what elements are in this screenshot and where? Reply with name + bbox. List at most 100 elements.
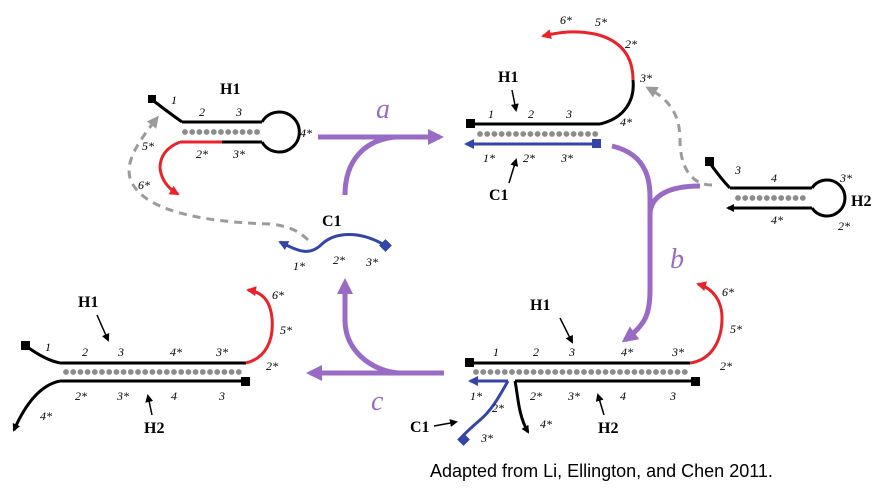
- p3-label-b2s: 2*: [530, 389, 542, 403]
- p4-label-b3: 3: [218, 389, 225, 403]
- base-pair-bead: [120, 369, 127, 375]
- base-pair-bead: [549, 131, 555, 137]
- base-pair-bead: [185, 369, 192, 375]
- c1-recycle-dashed-arrow: [127, 115, 310, 242]
- p2-label-b3s: 3*: [560, 151, 573, 165]
- p2-c1-name: C1: [489, 187, 509, 204]
- base-pair-bead: [77, 369, 84, 375]
- p1-label-2s: 2*: [196, 147, 208, 161]
- base-pair-bead: [207, 369, 213, 375]
- p3-label-h4s: 4*: [540, 417, 552, 431]
- base-pair-bead: [577, 131, 584, 137]
- base-pair-bead: [171, 369, 177, 375]
- p2-label-1: 1: [488, 107, 494, 121]
- base-pair-bead: [559, 369, 566, 375]
- p4-h2-name: H2: [144, 420, 164, 437]
- base-pair-bead: [674, 369, 681, 375]
- p3-label-c3s: 3*: [480, 431, 493, 445]
- p1-label-2: 2: [199, 105, 205, 119]
- base-pair-bead: [239, 129, 246, 135]
- base-pair-bead: [477, 131, 483, 137]
- base-pair-bead: [588, 369, 595, 375]
- base-pair-bead: [203, 129, 210, 135]
- h2-name: H2: [851, 193, 871, 210]
- base-pair-bead: [581, 369, 587, 375]
- h2-base-pairs: [735, 195, 806, 201]
- base-pair-bead: [113, 369, 120, 375]
- base-pair-bead: [210, 129, 217, 135]
- p3-label-b3s: 3*: [567, 389, 580, 403]
- step-a-label: a: [376, 94, 390, 125]
- base-pair-bead: [235, 369, 242, 375]
- base-pair-bead: [541, 131, 548, 137]
- base-pair-bead: [667, 369, 674, 375]
- base-pair-bead: [556, 131, 563, 137]
- c1-label-1s: 1*: [293, 259, 305, 273]
- h2-dashed-arrow: [645, 86, 713, 187]
- base-pair-bead: [624, 369, 631, 375]
- p3-label-3: 3: [568, 345, 575, 359]
- p2-base-pairs: [477, 131, 599, 137]
- base-pair-bead: [631, 369, 638, 375]
- h2-label-4s: 4*: [771, 213, 783, 227]
- base-pair-bead: [592, 131, 599, 137]
- p2-label-3: 3: [565, 107, 572, 121]
- p2-label-5s: 5*: [595, 15, 607, 29]
- p3-label-b3: 3: [669, 389, 676, 403]
- step-b-branch: [647, 183, 701, 216]
- base-pair-bead: [749, 195, 756, 201]
- base-pair-bead: [509, 369, 515, 375]
- c1-strand: [278, 233, 387, 253]
- h2-label-4: 4: [771, 171, 777, 185]
- base-pair-bead: [491, 131, 498, 137]
- base-pair-bead: [617, 369, 623, 375]
- p3-base-pairs: [473, 369, 688, 375]
- p1-label-6s: 6*: [138, 178, 150, 192]
- p2-label-3s: 3*: [639, 71, 652, 85]
- p4-base-pairs: [63, 369, 242, 375]
- base-pair-bead: [609, 369, 616, 375]
- p3-label-1: 1: [493, 345, 499, 359]
- base-pair-bead: [232, 129, 239, 135]
- p3-label-6s: 6*: [722, 285, 734, 299]
- base-pair-bead: [527, 131, 534, 137]
- base-pair-bead: [225, 129, 232, 135]
- p2-label-2s: 2*: [625, 37, 637, 51]
- p4-h1-name: H1: [78, 294, 98, 311]
- p3-label-4s: 4*: [621, 345, 633, 359]
- base-pair-bead: [494, 369, 501, 375]
- base-pair-bead: [199, 369, 206, 375]
- step-b-label: b: [670, 244, 684, 275]
- p4-label-b3s: 3*: [116, 389, 129, 403]
- p3-label-c2s: 2*: [492, 401, 504, 415]
- base-pair-bead: [520, 131, 527, 137]
- p4-label-6s: 6*: [272, 288, 284, 302]
- p2-h1-name: H1: [498, 69, 518, 86]
- base-pair-bead: [595, 369, 602, 375]
- h1-h2-product: [12, 286, 274, 432]
- base-pair-bead: [566, 369, 573, 375]
- base-pair-bead: [771, 195, 777, 201]
- h2-label-3s: 3*: [839, 171, 852, 185]
- p4-label-4s: 4*: [170, 345, 182, 359]
- base-pair-bead: [523, 369, 530, 375]
- p4-label-b2s: 2*: [75, 389, 87, 403]
- p1-label-3s: 3*: [232, 147, 245, 161]
- base-pair-bead: [602, 369, 609, 375]
- p4-label-b4: 4: [171, 389, 177, 403]
- base-pair-bead: [585, 131, 591, 137]
- p3-label-b4: 4: [620, 389, 626, 403]
- c1-label-2s: 2*: [333, 253, 345, 267]
- base-pair-bead: [480, 369, 487, 375]
- p3-label-2s: 2*: [720, 359, 732, 373]
- h1-hairpin: [148, 95, 301, 196]
- p4-label-5s: 5*: [280, 323, 292, 337]
- p4-label-1: 1: [45, 340, 51, 354]
- credit-text: Adapted from Li, Ellington, and Chen 201…: [430, 461, 773, 481]
- base-pair-bead: [573, 369, 580, 375]
- base-pair-bead: [214, 369, 221, 375]
- base-pair-bead: [189, 129, 196, 135]
- h2-label-2s: 2*: [838, 219, 850, 233]
- base-pair-bead: [142, 369, 149, 375]
- base-pair-bead: [182, 129, 188, 135]
